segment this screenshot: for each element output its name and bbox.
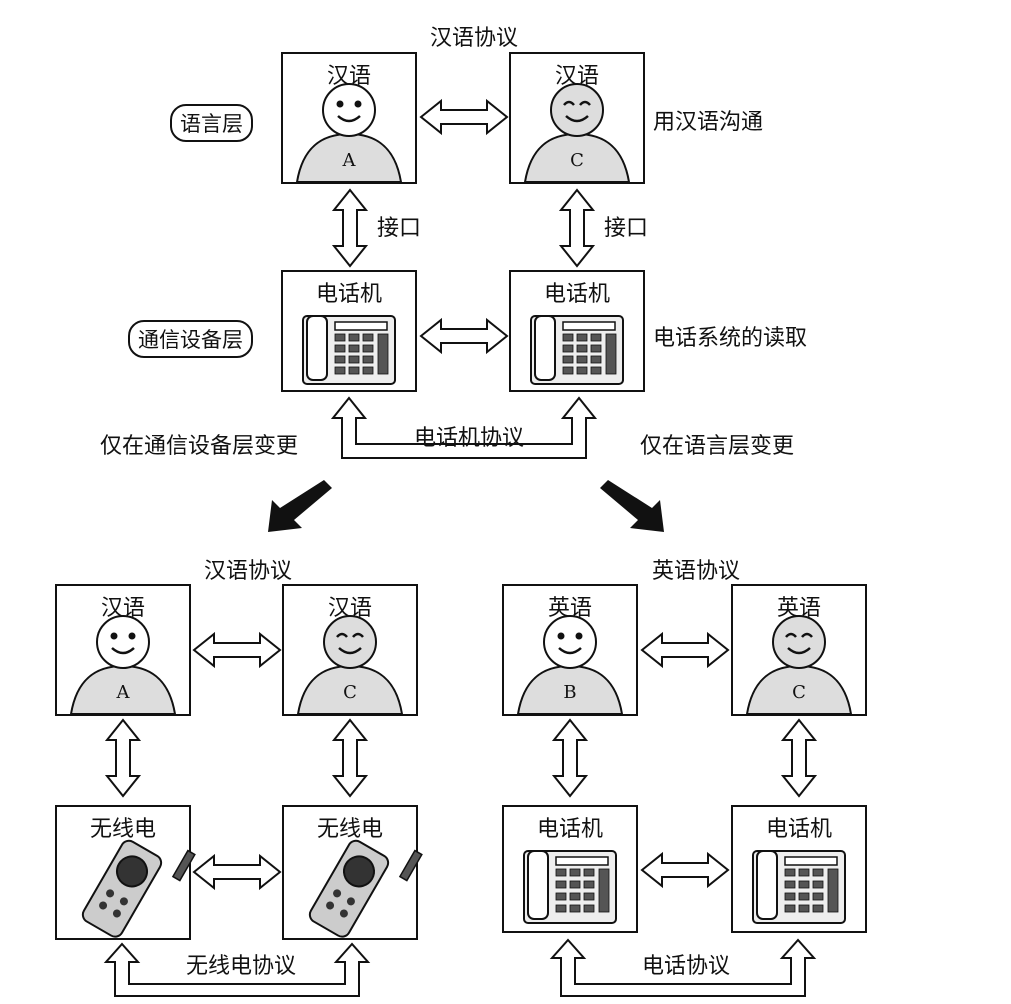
- diagonal-arrow-down-left-icon: [268, 480, 332, 532]
- person-icon: [516, 615, 624, 715]
- telephone-icon: [302, 315, 396, 385]
- double-arrow-icon: [419, 317, 509, 355]
- person-letter: A: [116, 682, 130, 703]
- double-arrow-icon: [419, 98, 509, 136]
- device-change-note: 仅在通信设备层变更: [100, 434, 299, 459]
- vertical-double-arrow-icon: [331, 188, 369, 268]
- protocol-u-arrow-icon: [103, 942, 371, 997]
- radio-label: 无线电: [89, 817, 156, 842]
- person-box-a-bottom: 汉语 A: [55, 584, 191, 716]
- person-letter: C: [792, 682, 806, 703]
- person-letter: A: [342, 150, 356, 171]
- person-box-a-top: 汉语 A: [281, 52, 417, 184]
- walkie-talkie-icon: [81, 839, 196, 938]
- language-layer-label: 语言层: [170, 104, 253, 142]
- phone-label: 电话机: [765, 817, 832, 842]
- protocol-u-arrow-icon: [330, 396, 598, 459]
- vertical-double-arrow-icon: [780, 718, 818, 798]
- phone-box-right-bottom: 电话机: [731, 805, 867, 933]
- bottom-right-protocol-title: 英语协议: [652, 559, 741, 584]
- interface-label-left: 接口: [377, 216, 422, 241]
- double-arrow-icon: [640, 631, 730, 669]
- phone-box-left-top: 电话机: [281, 270, 417, 392]
- phone-protocol-label: 电话机协议: [414, 426, 525, 451]
- vertical-double-arrow-icon: [104, 718, 142, 798]
- person-box-c-bottom-right: 英语 C: [731, 584, 867, 716]
- telephone-icon: [530, 315, 624, 385]
- person-icon: [745, 615, 853, 715]
- device-layer-label: 通信设备层: [128, 320, 253, 358]
- person-box-c-bottom-left: 汉语 C: [282, 584, 418, 716]
- phone-box-left-bottom: 电话机: [502, 805, 638, 933]
- person-icon: [523, 83, 631, 183]
- phone-box-right-top: 电话机: [509, 270, 645, 392]
- phone-label: 电话机: [315, 282, 382, 307]
- walkie-talkie-icon: [308, 839, 423, 938]
- vertical-double-arrow-icon: [331, 718, 369, 798]
- language-layer-note: 用汉语沟通: [653, 110, 764, 135]
- vertical-double-arrow-icon: [558, 188, 596, 268]
- radio-box-left: 无线电: [55, 805, 196, 940]
- bottom-left-protocol-title: 汉语协议: [204, 559, 293, 584]
- radio-box-right: 无线电: [282, 805, 423, 940]
- interface-label-right: 接口: [604, 216, 649, 241]
- radio-protocol-label: 无线电协议: [186, 954, 297, 979]
- person-icon: [69, 615, 177, 715]
- device-layer-note: 电话系统的读取: [653, 326, 808, 351]
- double-arrow-icon: [192, 853, 282, 891]
- person-letter: B: [563, 682, 577, 703]
- double-arrow-icon: [640, 851, 730, 889]
- vertical-double-arrow-icon: [551, 718, 589, 798]
- person-icon: [296, 615, 404, 715]
- phone-label: 电话机: [536, 817, 603, 842]
- protocol-u-arrow-icon: [549, 938, 817, 997]
- person-box-b: 英语 B: [502, 584, 638, 716]
- top-protocol-title: 汉语协议: [430, 26, 519, 51]
- double-arrow-icon: [192, 631, 282, 669]
- telephone-icon: [523, 850, 617, 924]
- telephone-protocol-label: 电话协议: [642, 954, 731, 979]
- person-box-c-top: 汉语 C: [509, 52, 645, 184]
- radio-label: 无线电: [316, 817, 383, 842]
- telephone-icon: [752, 850, 846, 924]
- person-letter: C: [570, 150, 584, 171]
- language-change-note: 仅在语言层变更: [640, 434, 795, 459]
- phone-label: 电话机: [543, 282, 610, 307]
- person-letter: C: [343, 682, 357, 703]
- diagonal-arrow-down-right-icon: [600, 480, 664, 532]
- person-icon: [295, 83, 403, 183]
